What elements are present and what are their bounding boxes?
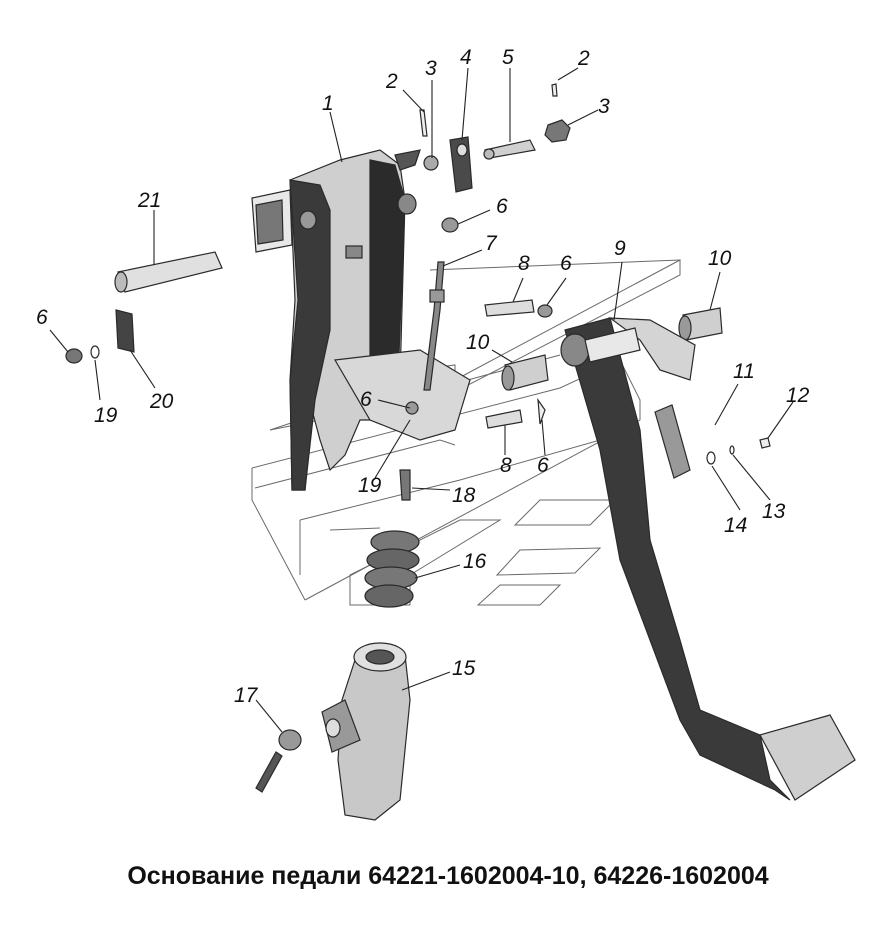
callout-4: 4 xyxy=(460,46,472,69)
callout-6-top: 6 xyxy=(496,195,508,218)
callout-11: 11 xyxy=(733,360,755,383)
leader-lines xyxy=(49,67,794,733)
callout-9: 9 xyxy=(614,237,626,260)
nut-left xyxy=(65,348,83,364)
callout-6-bottom: 6 xyxy=(537,454,549,477)
cylinder xyxy=(321,642,411,821)
callout-3b: 3 xyxy=(598,95,610,118)
callout-16: 16 xyxy=(463,550,487,573)
callout-6-mid: 6 xyxy=(560,252,572,275)
pedal-lever xyxy=(560,317,856,801)
pedal-bracket xyxy=(251,149,471,491)
callout-8-bottom: 8 xyxy=(500,454,512,477)
callout-3: 3 xyxy=(425,57,437,80)
callout-6-left: 6 xyxy=(36,306,48,329)
callout-17: 17 xyxy=(234,684,259,707)
middle-fasteners xyxy=(399,299,553,501)
shaft xyxy=(114,251,223,293)
callouts: 1 2 3 4 5 2 3 21 6 7 8 6 9 10 10 11 12 6… xyxy=(36,46,810,707)
diagram-caption: Основание педали 64221-1602004-10, 64226… xyxy=(127,862,769,890)
callout-19-center: 19 xyxy=(358,474,382,497)
callout-21: 21 xyxy=(137,189,161,212)
callout-18: 18 xyxy=(452,484,476,507)
callout-10-left: 10 xyxy=(466,331,490,354)
right-small-parts xyxy=(654,404,771,479)
callout-10-right: 10 xyxy=(708,247,732,270)
callout-14: 14 xyxy=(724,514,747,537)
lock-plate xyxy=(115,309,135,353)
callout-1: 1 xyxy=(322,92,334,115)
callout-5: 5 xyxy=(502,46,514,69)
callout-13: 13 xyxy=(762,500,786,523)
upper-fasteners xyxy=(419,83,571,233)
washer-left xyxy=(90,345,100,359)
push-rod xyxy=(423,261,445,391)
bleed-nipple xyxy=(255,729,302,793)
callout-12: 12 xyxy=(786,384,810,407)
bushings xyxy=(501,307,723,391)
callout-8-top: 8 xyxy=(518,252,530,275)
callout-15: 15 xyxy=(452,657,476,680)
callout-20: 20 xyxy=(149,390,174,413)
callout-2b: 2 xyxy=(577,47,590,70)
callout-19-left: 19 xyxy=(94,404,118,427)
spring xyxy=(364,530,420,608)
callout-6-center: 6 xyxy=(360,388,372,411)
callout-7: 7 xyxy=(485,232,498,255)
callout-2: 2 xyxy=(385,70,398,93)
